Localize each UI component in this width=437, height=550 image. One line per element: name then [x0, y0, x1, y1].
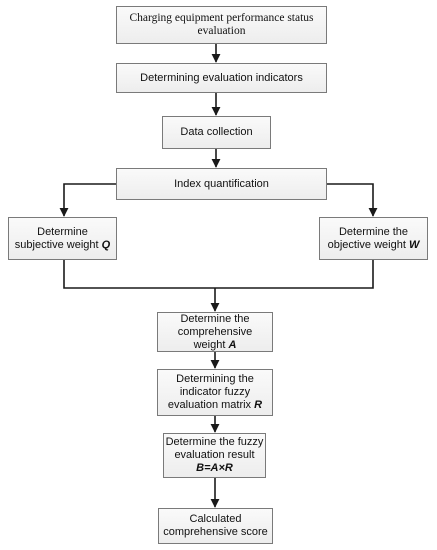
node-fuzzy-evaluation-result: Determine the fuzzy evaluation result B=… — [163, 433, 266, 478]
node-text: subjective weight Q — [15, 239, 110, 252]
node-text: objective weight W — [328, 239, 420, 252]
node-text-part: evaluation matrix — [167, 399, 252, 411]
node-comprehensive-score: Calculated comprehensive score — [158, 508, 273, 544]
node-determining-evaluation-indicators: Determining evaluation indicators — [116, 63, 327, 93]
node-subjective-weight: Determine subjective weight Q — [8, 217, 117, 260]
node-text: evaluation — [197, 25, 246, 37]
node-text: Determine — [37, 225, 88, 238]
node-text: evaluation matrix R — [168, 399, 262, 412]
formula-b-equals-a-times-r: B=A×R — [196, 462, 233, 474]
node-comprehensive-weight: Determine the comprehensive weight A — [157, 312, 273, 352]
node-data-collection: Data collection — [162, 116, 271, 149]
node-text-part: objective weight — [327, 238, 406, 251]
arrow-quantification-to-objective-weight — [327, 183, 378, 217]
node-text: Data collection — [180, 126, 253, 138]
node-text: Charging equipment performance status — [129, 12, 314, 24]
line-subjective-weight-merge — [63, 260, 374, 289]
node-objective-weight: Determine the objective weight W — [319, 217, 428, 260]
node-text: Calculated — [189, 513, 242, 525]
node-text: indicator fuzzy — [179, 386, 251, 398]
node-text: evaluation result — [174, 449, 255, 461]
node-charging-equipment-evaluation: Charging equipment performance status ev… — [116, 6, 327, 44]
node-text-part: weight — [193, 338, 226, 351]
variable-a: A — [228, 338, 237, 351]
node-text: comprehensive — [177, 325, 253, 338]
variable-w: W — [408, 238, 420, 251]
arrow-quantification-to-subjective-weight — [59, 183, 116, 217]
variable-q: Q — [101, 238, 111, 251]
node-text-part: subjective weight — [14, 238, 99, 251]
node-text: weight A — [194, 339, 237, 352]
node-fuzzy-evaluation-matrix: Determining the indicator fuzzy evaluati… — [157, 369, 273, 416]
variable-r: R — [254, 399, 263, 411]
node-text: Determining the — [176, 373, 254, 385]
node-text: comprehensive score — [163, 526, 268, 538]
node-index-quantification: Index quantification — [116, 168, 327, 200]
node-text: Determine the — [338, 225, 409, 238]
node-text: Determine the fuzzy — [165, 436, 264, 448]
node-text: Determining evaluation indicators — [140, 71, 303, 84]
node-text: Index quantification — [174, 177, 269, 190]
node-text: Determine the — [180, 312, 250, 325]
